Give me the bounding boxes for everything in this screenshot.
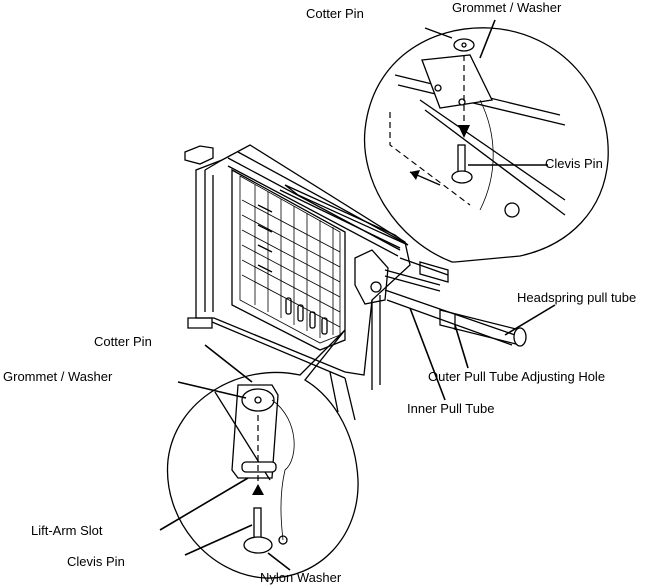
label-cotter-pin-bottom: Cotter Pin xyxy=(94,334,152,349)
label-clevis-pin-bottom: Clevis Pin xyxy=(67,554,125,569)
label-outer-pull-tube: Outer Pull Tube Adjusting Hole xyxy=(428,369,606,384)
label-grommet-washer-bottom: Grommet / Washer xyxy=(3,369,113,384)
headspring-frame xyxy=(184,144,411,421)
pull-tube-assembly xyxy=(384,257,527,347)
label-grommet-washer-top: Grommet / Washer xyxy=(452,0,562,15)
top-detail-callout xyxy=(363,19,609,263)
label-clevis-pin-top: Clevis Pin xyxy=(545,156,603,171)
label-headspring-pull-tube: Headspring pull tube xyxy=(517,290,637,305)
main-leader-lines xyxy=(409,304,556,401)
label-nylon-washer: Nylon Washer xyxy=(260,570,342,585)
label-lift-arm-slot: Lift-Arm Slot xyxy=(31,523,103,538)
bottom-detail-callout xyxy=(159,329,359,579)
label-cotter-pin-top: Cotter Pin xyxy=(306,6,364,21)
label-inner-pull-tube: Inner Pull Tube xyxy=(407,401,495,416)
